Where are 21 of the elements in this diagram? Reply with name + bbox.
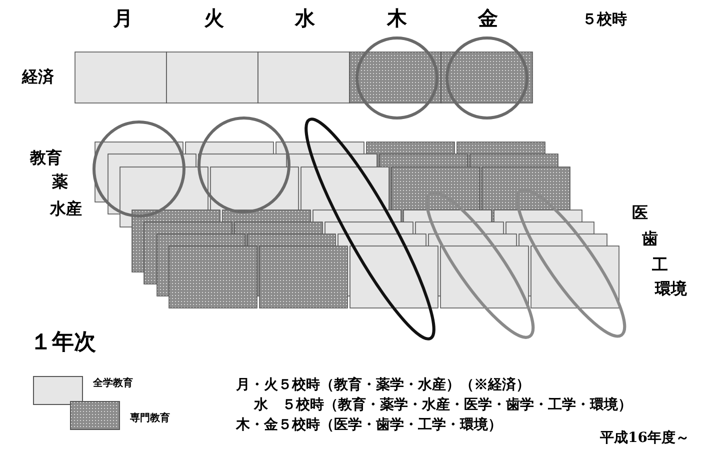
label-text: 金 bbox=[477, 8, 499, 28]
label-text: 木・金５校時（医学・歯学・工学・環境） bbox=[236, 418, 502, 432]
label-text: 経済 bbox=[22, 69, 54, 85]
legend-label: 全学教育 bbox=[93, 379, 133, 389]
label-text: 水 bbox=[294, 8, 316, 28]
label-text: 月・火５校時（教育・薬学・水産）（※経済） bbox=[236, 378, 530, 392]
label-text: 平成16年度～ bbox=[600, 431, 690, 445]
label-text: 水産 bbox=[50, 201, 82, 217]
label-text: 火 bbox=[203, 8, 225, 28]
label-text: 工 bbox=[652, 257, 668, 273]
legend-label: 専門教育 bbox=[130, 414, 170, 424]
label-text: 教育 bbox=[30, 150, 62, 166]
label-text: 医 bbox=[632, 205, 648, 221]
label-text: １年次 bbox=[30, 331, 96, 353]
label-text: 薬 bbox=[52, 174, 68, 190]
label-text: 歯 bbox=[642, 231, 658, 247]
label-text: 月 bbox=[112, 8, 134, 28]
label-text: 環境 bbox=[655, 281, 687, 297]
label-text: ５校時 bbox=[582, 12, 627, 27]
label-text: 木 bbox=[386, 8, 408, 28]
label-text: 水 ５校時（教育・薬学・水産・医学・歯学・工学・環境） bbox=[254, 398, 632, 412]
